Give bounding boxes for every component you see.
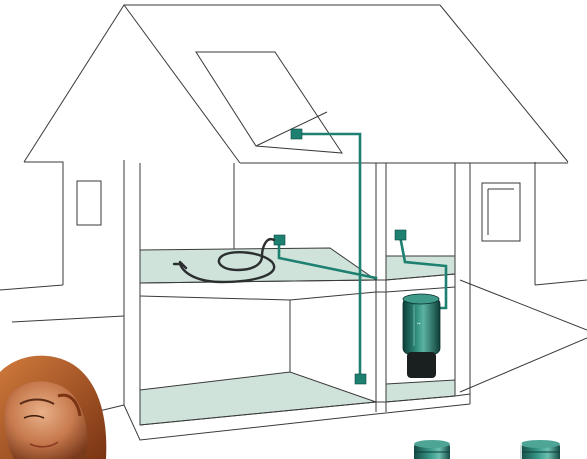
left-wing (0, 5, 140, 290)
unit-label-mark: ▪▪ (417, 321, 421, 327)
window-left (77, 181, 101, 225)
person-photo (0, 356, 106, 459)
floor-lower-left (140, 372, 376, 425)
right-wing (460, 162, 587, 392)
wall-inlet-icon (274, 235, 285, 245)
lower-floor (124, 372, 470, 440)
wall-inlet-icon (395, 230, 406, 240)
attic-window (196, 52, 342, 153)
vacuum-canisters (414, 440, 560, 459)
floor-upper-right (386, 256, 455, 280)
wall-inlet-icon (355, 374, 366, 384)
wall-inlet-icon (291, 129, 302, 139)
central-vacuum-unit: ▪▪ (403, 294, 440, 378)
main-roof (124, 5, 568, 163)
